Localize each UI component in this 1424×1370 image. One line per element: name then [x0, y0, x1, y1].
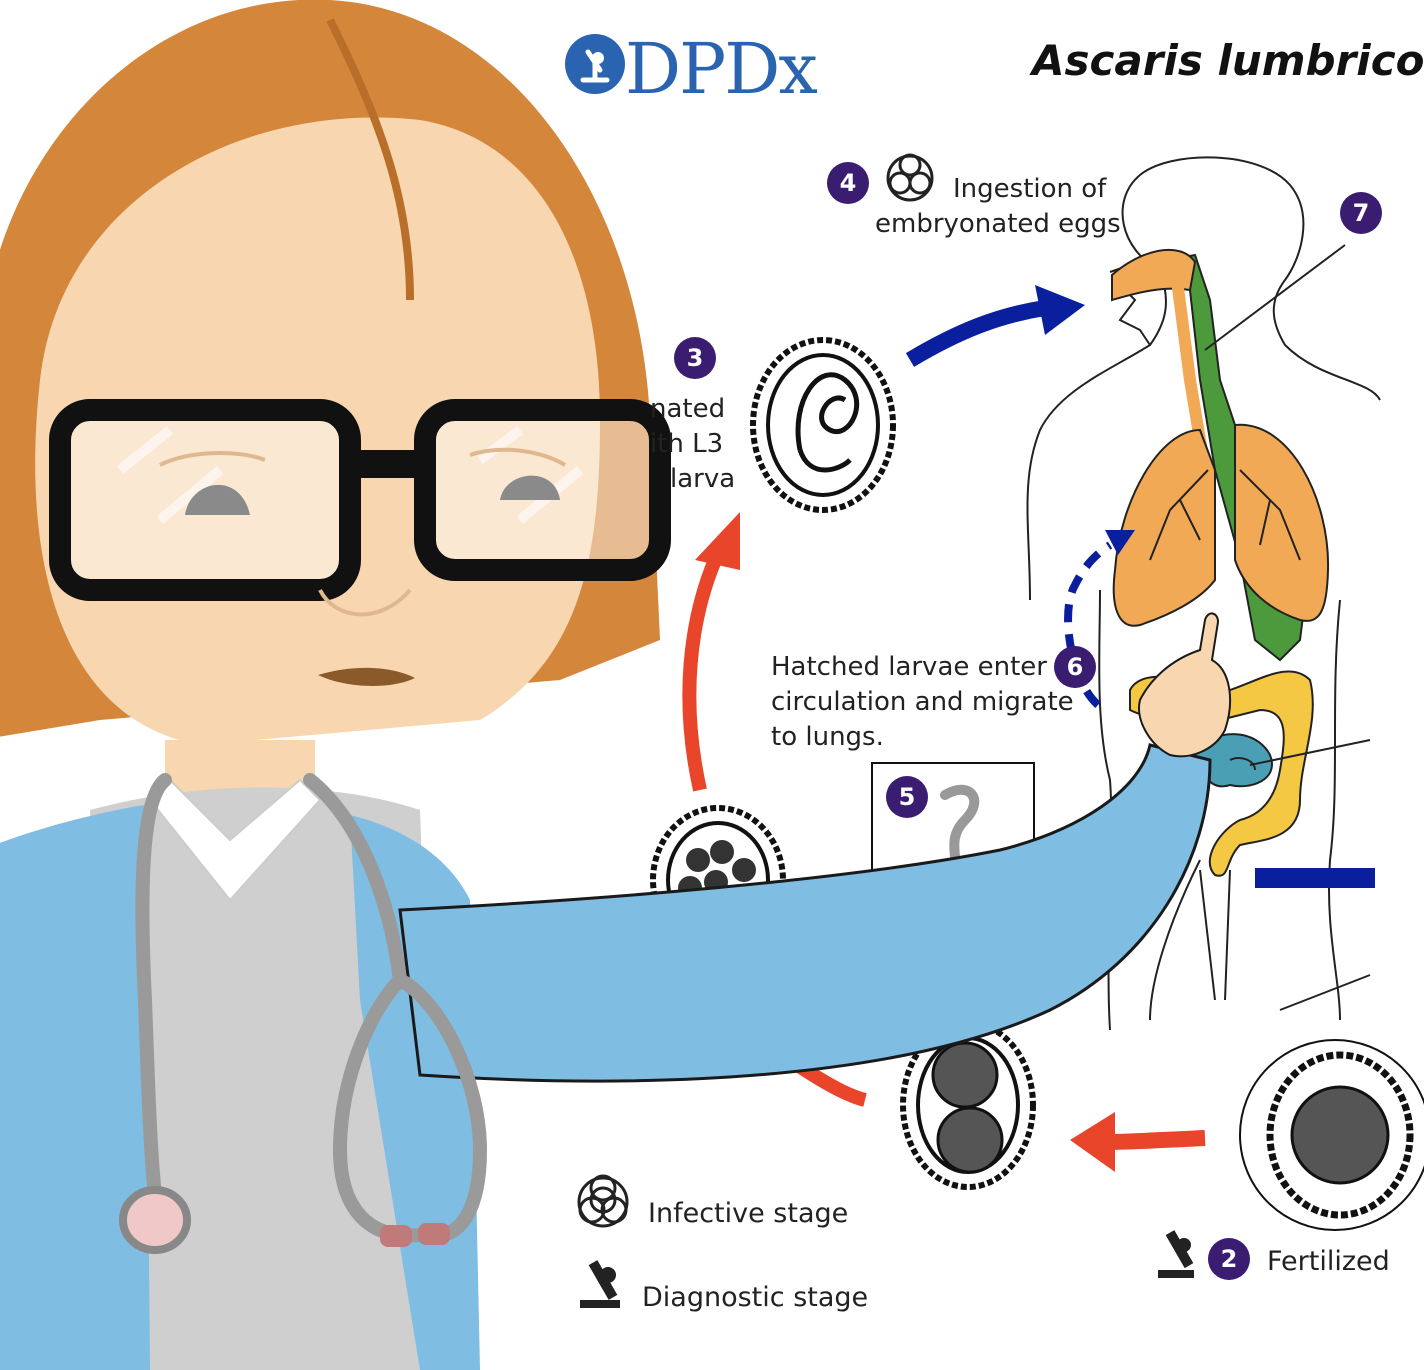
egg-two-cell	[900, 1020, 1036, 1190]
step-7-badge: 7	[1340, 192, 1382, 234]
biohazard-icon	[577, 1174, 629, 1228]
step-6-label-line1: Hatched larvae enter	[771, 652, 1047, 682]
step-6-label-line3: to lungs.	[771, 722, 884, 752]
biohazard-icon-step4	[886, 153, 934, 202]
step-4-badge: 4	[827, 162, 869, 204]
step-4-label-line1: Ingestion of	[953, 174, 1107, 204]
step-3-badge: 3	[674, 337, 716, 379]
egg-fertilized	[1239, 1039, 1424, 1231]
step-2-label: Fertilized	[1267, 1246, 1390, 1277]
doctor-hand	[1138, 612, 1232, 758]
stethoscope	[135, 773, 488, 1243]
egg-embryonated-l3	[750, 337, 896, 513]
doctor-mouth	[318, 667, 415, 686]
step-3-label-line3: larva	[670, 464, 736, 494]
doctor-coat	[0, 805, 150, 1370]
microscope-icon	[580, 1260, 620, 1308]
microscope-icon-step2	[1158, 1230, 1194, 1278]
dpdx-logo-text: DPDx	[625, 28, 818, 110]
step-3-label-line2: ith L3	[650, 429, 724, 459]
doctor-glasses	[49, 399, 671, 601]
step-4-label-line2: embryonated eggs	[875, 209, 1121, 239]
blue-arrow-excretion	[1255, 868, 1375, 888]
red-arrow-development-up	[682, 512, 740, 792]
dpdx-logo-icon	[565, 34, 625, 94]
red-arrow-fertilized	[1070, 1112, 1206, 1172]
step-6-badge: 6	[1054, 646, 1096, 688]
stethoscope-chestpiece	[119, 1186, 191, 1254]
doctor-nose	[318, 588, 412, 617]
blue-arrow-ingestion	[905, 285, 1085, 367]
doctor-character	[0, 0, 1232, 1370]
step-5-badge: 5	[886, 776, 928, 818]
diagram-title: Ascaris lumbrico	[1032, 36, 1424, 85]
step-3-label-line1: nated	[650, 394, 726, 424]
legend-diagnostic-label: Diagnostic stage	[642, 1282, 869, 1313]
doctor-arm	[398, 743, 1212, 1083]
step-2-badge: 2	[1208, 1238, 1250, 1280]
step-6-label-line2: circulation and migrate	[771, 687, 1074, 717]
lungs	[1112, 423, 1330, 627]
legend-infective-label: Infective stage	[648, 1198, 849, 1229]
